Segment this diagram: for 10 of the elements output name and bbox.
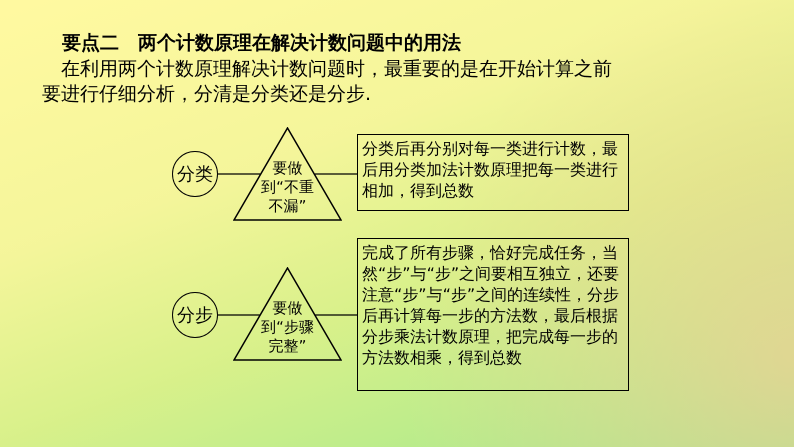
connector-line — [218, 173, 260, 175]
connector-line — [314, 173, 357, 175]
connector-line — [315, 314, 357, 316]
connector-line — [218, 314, 260, 316]
triangle-node: 要做到“步骤完整” — [233, 267, 342, 361]
heading: 要点二 两个计数原理在解决计数问题中的用法 — [62, 31, 461, 56]
text-box: 分类后再分别对每一类进行计数，最后用分类加法计数原理把每一类进行相加，得到总数 — [357, 134, 629, 211]
triangle-node: 要做到“不重不漏” — [233, 127, 342, 221]
text-box: 完成了所有步骤，恰好完成任务，当然“步”与“步”之间要相互独立，还要注意“步”与“步”之间的连续性，分步后再计算每一步的方法数，最后根据分步乘法计数原理，把完成每一步的方法数相乘，得到总数 — [357, 238, 629, 391]
paragraph: 在利用两个计数原理解决计数问题时，最重要的是在开始计算之前要进行仔细分析，分清是分类还是分步. — [42, 57, 613, 107]
